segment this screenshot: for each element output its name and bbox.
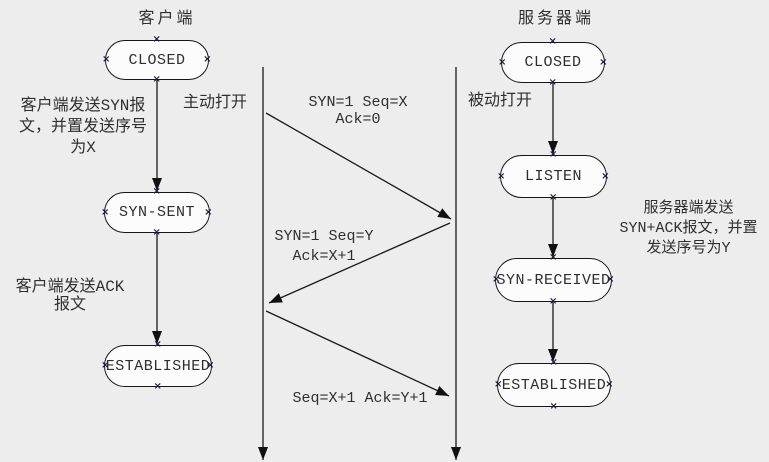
connection-point-icon: ×	[549, 192, 558, 203]
connection-point-icon: ×	[549, 149, 558, 160]
message-label-syn: SYN=1 Seq=X Ack=0	[308, 94, 408, 128]
connection-point-icon: ×	[152, 227, 162, 238]
client-state-closed: CLOSED × × × ×	[102, 35, 212, 85]
state-label: CLOSED	[524, 54, 582, 71]
connection-point-icon: ×	[153, 339, 163, 350]
state-label: ESTABLISHED	[105, 357, 211, 375]
client-note-send-ack: 客户端发送ACK 报文	[15, 278, 125, 314]
client-note-send-syn: 客户端发送SYN报 文，并置发送序号 为X	[18, 97, 147, 157]
server-state-closed: CLOSED × × × ×	[498, 37, 608, 88]
connection-point-icon: ×	[152, 186, 162, 197]
connection-point-icon: ×	[549, 296, 558, 307]
connection-point-icon: ×	[599, 56, 608, 68]
message-label-synack: SYN=1 Seq=Y Ack=X+1	[274, 228, 374, 265]
state-label: SYN-RECEIVED	[496, 271, 611, 289]
message-arrow-synack	[268, 222, 451, 304]
connection-point-icon: ×	[206, 360, 215, 371]
connection-point-icon: ×	[549, 357, 559, 368]
connection-point-icon: ×	[497, 170, 506, 182]
server-note-passive-open: 被动打开	[467, 92, 532, 110]
connection-point-icon: ×	[498, 56, 507, 68]
connection-point-icon: ×	[153, 381, 163, 392]
client-note-active-open: 主动打开	[182, 94, 247, 112]
server-state-syn-received: SYN-RECEIVED × × × ×	[492, 253, 615, 307]
server-note-send-synack: 服务器端发送 SYN+ACK报文，并置 发送序号为Y	[619, 200, 758, 257]
connection-point-icon: ×	[102, 54, 111, 65]
message-arrow-syn	[265, 112, 452, 220]
connection-point-icon: ×	[152, 74, 162, 85]
state-label: SYN-SENT	[118, 204, 195, 221]
connection-point-icon: ×	[606, 274, 615, 285]
client-state-syn-sent: SYN-SENT × × × ×	[101, 187, 213, 238]
connection-point-icon: ×	[548, 77, 558, 88]
client-column-title: 客户端	[138, 10, 196, 28]
connection-point-icon: ×	[204, 206, 213, 218]
client-state-established: ESTABLISHED × × × ×	[101, 340, 215, 392]
server-state-established: ESTABLISHED × × × ×	[494, 358, 614, 412]
connection-point-icon: ×	[601, 170, 610, 182]
state-label: ESTABLISHED	[501, 376, 607, 394]
server-column-title: 服务器端	[517, 10, 594, 28]
message-arrow-ack	[265, 310, 450, 397]
state-label: LISTEN	[524, 168, 582, 185]
connection-point-icon: ×	[549, 252, 558, 263]
state-label: CLOSED	[128, 51, 186, 69]
connection-point-icon: ×	[152, 34, 162, 45]
connection-point-icon: ×	[548, 36, 558, 47]
message-label-ack: Seq=X+1 Ack=Y+1	[292, 390, 428, 407]
connection-point-icon: ×	[203, 54, 212, 65]
connection-point-icon: ×	[605, 379, 614, 390]
connection-point-icon: ×	[549, 401, 559, 412]
connection-point-icon: ×	[101, 360, 110, 371]
connection-point-icon: ×	[101, 206, 110, 218]
server-state-listen: LISTEN × × × ×	[497, 150, 610, 203]
connection-point-icon: ×	[492, 274, 501, 285]
connection-point-icon: ×	[494, 379, 503, 390]
